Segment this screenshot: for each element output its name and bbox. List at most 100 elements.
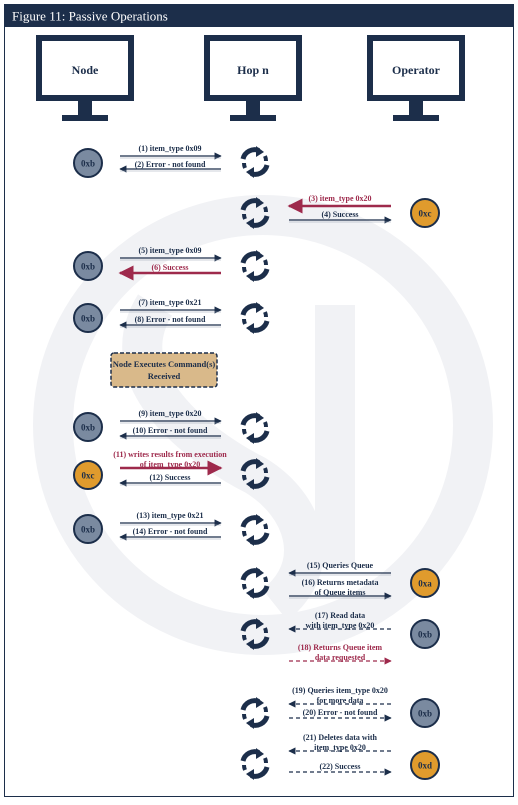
- circular-arrows-icon: [243, 697, 267, 729]
- badge-circle: [410, 568, 440, 598]
- badge-circle: [73, 412, 103, 442]
- message-label-11-line-1: (11) writes results from execution: [113, 450, 227, 459]
- message-label-1-line-1: (1) item_type 0x09: [138, 144, 201, 153]
- message-step-10: (10) Error - not found: [119, 426, 221, 440]
- message-step-3: (3) item_type 0x20: [287, 194, 391, 214]
- message-label-19-line-1: (19) Queries item_type 0x20: [292, 686, 388, 695]
- badge-circle: [73, 303, 103, 333]
- message-label-13-line-1: (13) item_type 0x21: [136, 511, 203, 520]
- message-label-10-line-1: (10) Error - not found: [133, 426, 208, 435]
- message-label-18-line-1: (18) Returns Queue item: [298, 643, 383, 652]
- badge-label: 0xb: [81, 314, 95, 324]
- badge-label: 0xb: [418, 630, 432, 640]
- message-label-3-line-1: (3) item_type 0x20: [308, 194, 371, 203]
- message-step-22: (22) Success: [289, 762, 392, 776]
- badge-label: 0xb: [81, 262, 95, 272]
- message-label-12-line-1: (12) Success: [149, 473, 190, 482]
- sequence-diagram: Figure 11: Passive Operations Node Hop n…: [5, 5, 513, 796]
- message-label-9-line-1: (9) item_type 0x20: [138, 409, 201, 418]
- badge-circle: [410, 198, 440, 228]
- computer-operator: Operator: [367, 35, 465, 121]
- badge-label: 0xc: [82, 471, 95, 481]
- node-badge-b3: 0xb: [73, 251, 103, 281]
- computer-hop: Hop n: [204, 35, 302, 121]
- message-label-11-line-2: of item_type 0x20: [140, 460, 200, 469]
- badge-label: 0xa: [418, 579, 432, 589]
- badge-label: 0xb: [81, 159, 95, 169]
- circular-arrows-icon: [243, 146, 267, 178]
- figure-title: Figure 11: Passive Operations: [12, 9, 168, 24]
- message-label-8-line-1: (8) Error - not found: [135, 315, 206, 324]
- message-step-13: (13) item_type 0x21: [120, 511, 222, 527]
- message-label-20-line-1: (20) Error - not found: [303, 708, 378, 717]
- node-badges: 0xb 0xc 0xb 0xb 0xb 0xc 0xb 0xa 0xb 0xb 0xd: [73, 148, 440, 780]
- message-step-2: (2) Error - not found: [119, 160, 221, 173]
- note-line-1: Node Executes Command(s): [113, 359, 216, 369]
- message-label-21-line-2: item_type 0x20: [314, 743, 366, 752]
- message-label-16-line-2: of Queue items: [314, 588, 365, 597]
- badge-circle: [410, 750, 440, 780]
- note-box: Node Executes Command(s) Received: [110, 352, 218, 388]
- message-label-22-line-1: (22) Success: [319, 762, 360, 771]
- message-label-17-line-1: (17) Read data: [315, 611, 365, 620]
- node-badge-b2: 0xc: [410, 198, 440, 228]
- figure-frame: Figure 11: Passive Operations Node Hop n…: [4, 4, 514, 797]
- badge-circle: [73, 514, 103, 544]
- message-step-7: (7) item_type 0x21: [120, 298, 222, 314]
- node-badge-b4: 0xb: [73, 303, 103, 333]
- message-label-15-line-1: (15) Queries Queue: [307, 561, 374, 570]
- message-label-7-line-1: (7) item_type 0x21: [138, 298, 201, 307]
- message-step-5: (5) item_type 0x09: [120, 246, 222, 262]
- circular-arrows-icon: [243, 748, 267, 780]
- message-label-21-line-1: (21) Deletes data with: [303, 733, 378, 742]
- message-step-15: (15) Queries Queue: [288, 561, 391, 577]
- computer-label-hop: Hop n: [237, 63, 269, 77]
- figure-header: [5, 5, 513, 27]
- message-arrows: (1) item_type 0x09 (2) Error - not found (…: [113, 144, 392, 776]
- message-label-16-line-1: (16) Returns metadata: [302, 578, 379, 587]
- node-badge-b11: 0xd: [410, 750, 440, 780]
- message-step-4: (4) Success: [289, 210, 392, 224]
- node-badge-b9: 0xb: [410, 619, 440, 649]
- message-label-19-line-2: for more data: [317, 696, 364, 705]
- message-step-9: (9) item_type 0x20: [120, 409, 222, 425]
- circular-arrows-icon: [243, 567, 267, 599]
- message-label-18-line-2: data requested: [315, 653, 366, 662]
- message-step-20: (20) Error - not found: [289, 708, 392, 722]
- message-label-4-line-1: (4) Success: [321, 210, 358, 219]
- badge-label: 0xd: [418, 761, 432, 771]
- message-label-6-line-1: (6) Success: [151, 263, 188, 272]
- node-badge-b10: 0xb: [410, 698, 440, 728]
- badge-circle: [73, 148, 103, 178]
- badge-circle: [410, 698, 440, 728]
- badge-circle: [410, 619, 440, 649]
- badge-circle: [73, 460, 103, 490]
- message-step-14: (14) Error - not found: [119, 527, 221, 541]
- badge-circle: [73, 251, 103, 281]
- computer-label-node: Node: [72, 63, 99, 77]
- node-badge-b1: 0xb: [73, 148, 103, 178]
- message-step-1: (1) item_type 0x09: [120, 144, 222, 160]
- node-badge-b5: 0xb: [73, 412, 103, 442]
- message-label-14-line-1: (14) Error - not found: [133, 527, 208, 536]
- badge-label: 0xb: [81, 525, 95, 535]
- badge-label: 0xb: [418, 709, 432, 719]
- circular-arrows-icon: [243, 514, 267, 546]
- message-label-17-line-2: with item_type 0x20: [306, 621, 375, 630]
- message-label-5-line-1: (5) item_type 0x09: [138, 246, 201, 255]
- message-step-6: (6) Success: [118, 263, 221, 281]
- node-badge-b6: 0xc: [73, 460, 103, 490]
- note-line-2: Received: [148, 371, 181, 381]
- circular-arrows-icon: [243, 412, 267, 444]
- badge-label: 0xc: [419, 209, 432, 219]
- message-label-2-line-1: (2) Error - not found: [135, 160, 206, 169]
- circular-arrows-icon: [243, 302, 267, 334]
- node-badge-b8: 0xa: [410, 568, 440, 598]
- computer-node: Node: [36, 35, 134, 121]
